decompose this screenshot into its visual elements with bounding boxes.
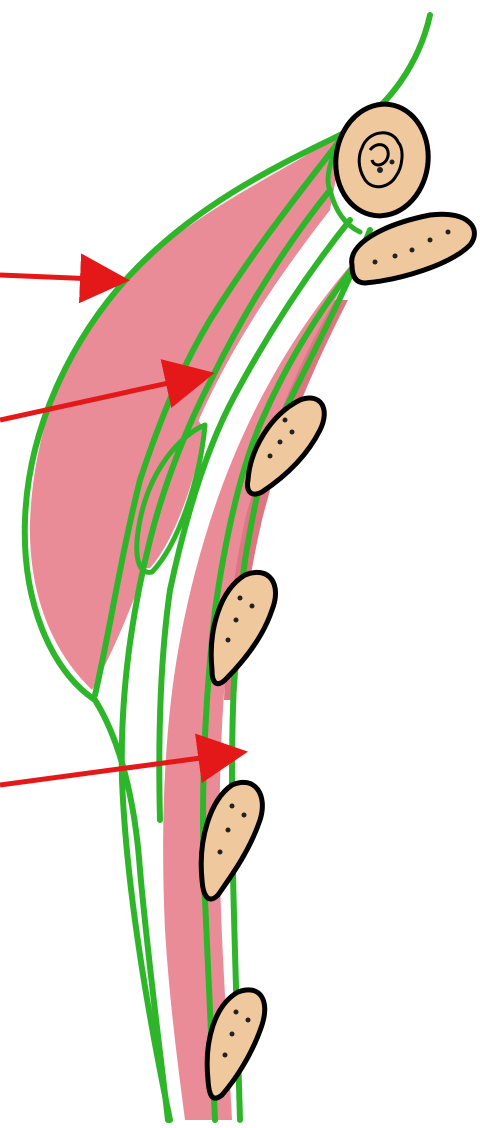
cell-top-right <box>352 214 475 283</box>
arrow-upper <box>0 275 120 280</box>
cell-nucleus-large <box>329 98 436 222</box>
